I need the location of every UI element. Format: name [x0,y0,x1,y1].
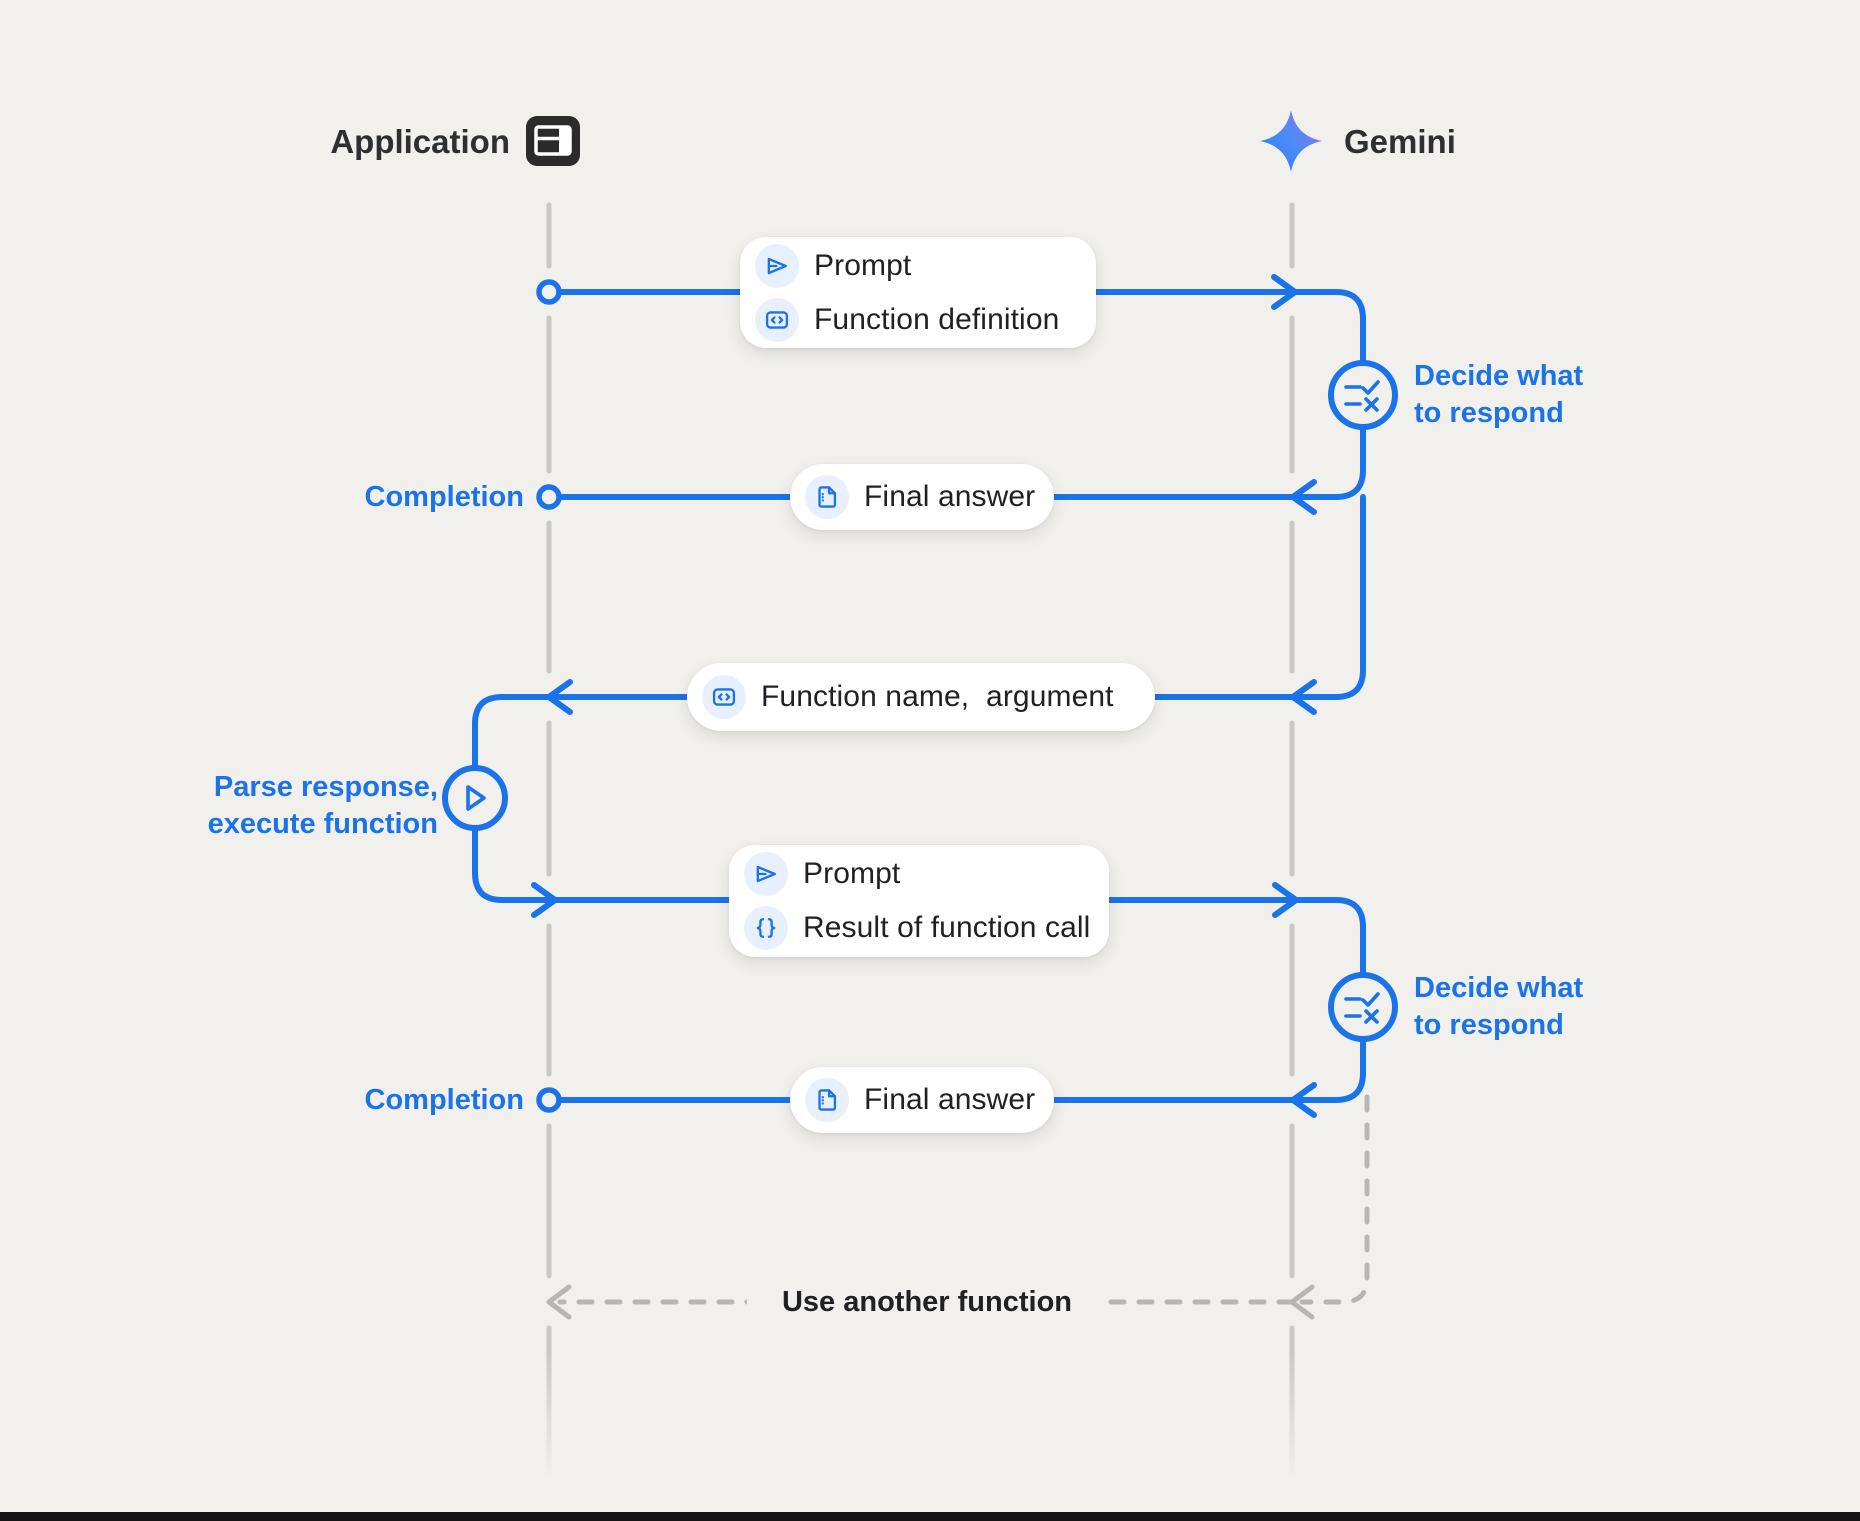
msg1-start-circle [536,279,562,305]
msg2-end-circle [536,484,562,510]
decide-node-2 [1328,972,1398,1042]
message-box-function-name-argument: Function name, argument [687,663,1155,731]
send-icon [755,243,799,288]
msg2-path [557,425,1366,500]
document-icon [805,475,849,519]
message-box-prompt-result: Prompt Result of function call [729,845,1109,957]
msg4-arrowhead-application [531,882,558,918]
message-label: Function name, argument [761,680,1114,713]
msg5-path [557,1037,1366,1103]
msg5-arrowhead [1290,1082,1317,1118]
bottom-edge-bar [0,1512,1860,1521]
parse-annotation: Parse response, execute function [207,771,438,840]
braces-icon [744,906,788,950]
code-icon [702,675,746,719]
parse-node [442,765,508,831]
use-another-function-label: Use another function [747,1281,1107,1323]
decide-icon [1344,380,1380,412]
decide-annotation-1: Decide what to respond [1414,360,1584,429]
message-box-final-answer-2: Final answer [790,1067,1054,1133]
msg5-end-circle [536,1087,562,1113]
decide-node-1 [1328,360,1398,430]
play-icon [466,785,486,811]
msg3-arrowhead-application [546,679,573,715]
message-label: Function definition [814,302,1060,336]
message-label: Final answer [864,1083,1036,1116]
send-icon [744,852,788,896]
completion-annotation-2: Completion [364,1084,525,1116]
msg4-arrowhead-gemini [1272,882,1299,918]
message-box-prompt-function-definition: Prompt Function definition [740,237,1096,348]
application-icon [526,116,580,166]
message-label: Prompt [814,248,912,282]
loop-arrowhead-application [546,1284,572,1320]
message-label: Prompt [803,857,901,890]
completion-annotation-1: Completion [364,481,525,513]
gemini-star-icon [1260,110,1322,172]
loop-dashed-path [1299,1094,1370,1305]
decide-annotation-2: Decide what to respond [1414,972,1584,1041]
gemini-actor-label: Gemini [1344,123,1456,160]
msg2-arrowhead [1290,479,1317,515]
message-label: Result of function call [803,911,1091,944]
decide-icon [1344,992,1380,1024]
code-icon [755,297,799,342]
loop-arrowhead-gemini [1289,1284,1315,1320]
application-actor-label: Application [330,123,510,160]
message-label: Final answer [864,480,1036,513]
msg3-arrowhead-gemini [1290,679,1317,715]
msg1-arrowhead [1271,274,1298,310]
message-box-final-answer-1: Final answer [790,464,1054,530]
document-icon [805,1078,849,1122]
msg1-path [557,289,1366,365]
